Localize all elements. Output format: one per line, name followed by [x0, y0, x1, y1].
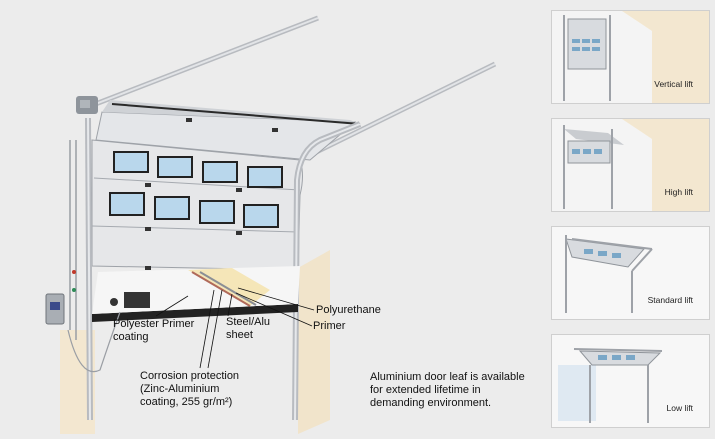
safety-edge-box [124, 292, 150, 308]
window [113, 151, 149, 173]
cable-reel [110, 298, 118, 306]
window-row-2 [109, 192, 279, 228]
right-top-rail-highlight [299, 63, 496, 161]
lift-panel-high: High lift [551, 118, 710, 212]
control-box [45, 293, 65, 325]
door-cutaway-diagram: Polyurethane Primer Steel/Alu sheet Poly… [45, 15, 525, 434]
steel-layer [199, 271, 257, 306]
primer-layer [191, 271, 251, 307]
window-row-1 [113, 151, 283, 188]
high-lift-illustration [552, 119, 709, 211]
left-wall [60, 330, 95, 434]
label-primer: Primer [313, 320, 346, 332]
motor-unit [69, 96, 98, 340]
bottom-seal [92, 304, 298, 322]
section-joint-2 [91, 225, 299, 233]
cable [67, 311, 121, 373]
window [109, 192, 145, 216]
lift-panel-vertical: Vertical lift [551, 10, 710, 104]
leader-lines [155, 287, 315, 369]
aluminium-note: Aluminium door leaf is available for ext… [370, 371, 525, 409]
lift-label-high: High lift [664, 187, 693, 197]
label-steel-alu-sheet: Steel/Alu sheet [226, 316, 271, 341]
door-panel-edge [102, 100, 355, 122]
label-polyester-primer: Polyester Primer coating [113, 318, 195, 343]
window [154, 196, 190, 220]
window [243, 204, 279, 228]
label-corrosion-protection: Corrosion protection (Zinc-Aluminium coa… [140, 370, 240, 408]
low-lift-illustration [552, 335, 709, 427]
right-curved-rail-highlight [294, 123, 361, 421]
left-vertical-rail-highlight [87, 117, 91, 421]
lift-panel-low: Low lift [551, 334, 710, 428]
window [157, 156, 193, 178]
top-seal [111, 103, 361, 125]
label-polyurethane: Polyurethane [316, 304, 381, 316]
vertical-lift-illustration [552, 11, 709, 103]
lift-label-standard: Standard lift [647, 295, 693, 305]
right-wall [298, 250, 330, 434]
standard-lift-illustration [552, 227, 709, 319]
window [202, 161, 238, 183]
sectional-door-illustration [45, 15, 497, 434]
lift-label-low: Low lift [666, 403, 693, 413]
left-top-rail-highlight [79, 17, 319, 111]
window [199, 200, 235, 224]
window [247, 166, 283, 188]
lift-panel-standard: Standard lift [551, 226, 710, 320]
lift-label-vertical: Vertical lift [654, 79, 693, 89]
